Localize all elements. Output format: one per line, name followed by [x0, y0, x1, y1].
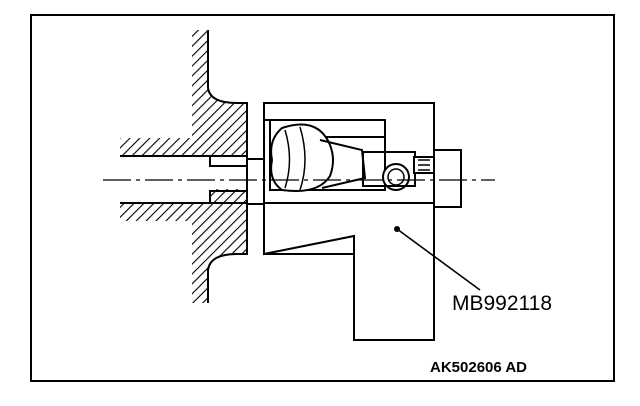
shaft-upper-thread [120, 138, 210, 156]
housing-upper-hatch [192, 30, 247, 156]
shaft-lower-thread [120, 203, 210, 221]
figure-code: AK502606 AD [430, 359, 527, 376]
tool-inner-bore [269, 119, 386, 191]
figure-frame [30, 14, 615, 382]
tool-label: MB992118 [452, 292, 552, 315]
tool-pin-ring [382, 163, 410, 191]
threaded-shaft [120, 138, 266, 221]
shaft-collar [246, 158, 266, 205]
tool-seal-lip [270, 123, 334, 192]
special-tool [263, 102, 462, 341]
tool-handle-block [433, 149, 462, 208]
leader-line [396, 228, 481, 291]
